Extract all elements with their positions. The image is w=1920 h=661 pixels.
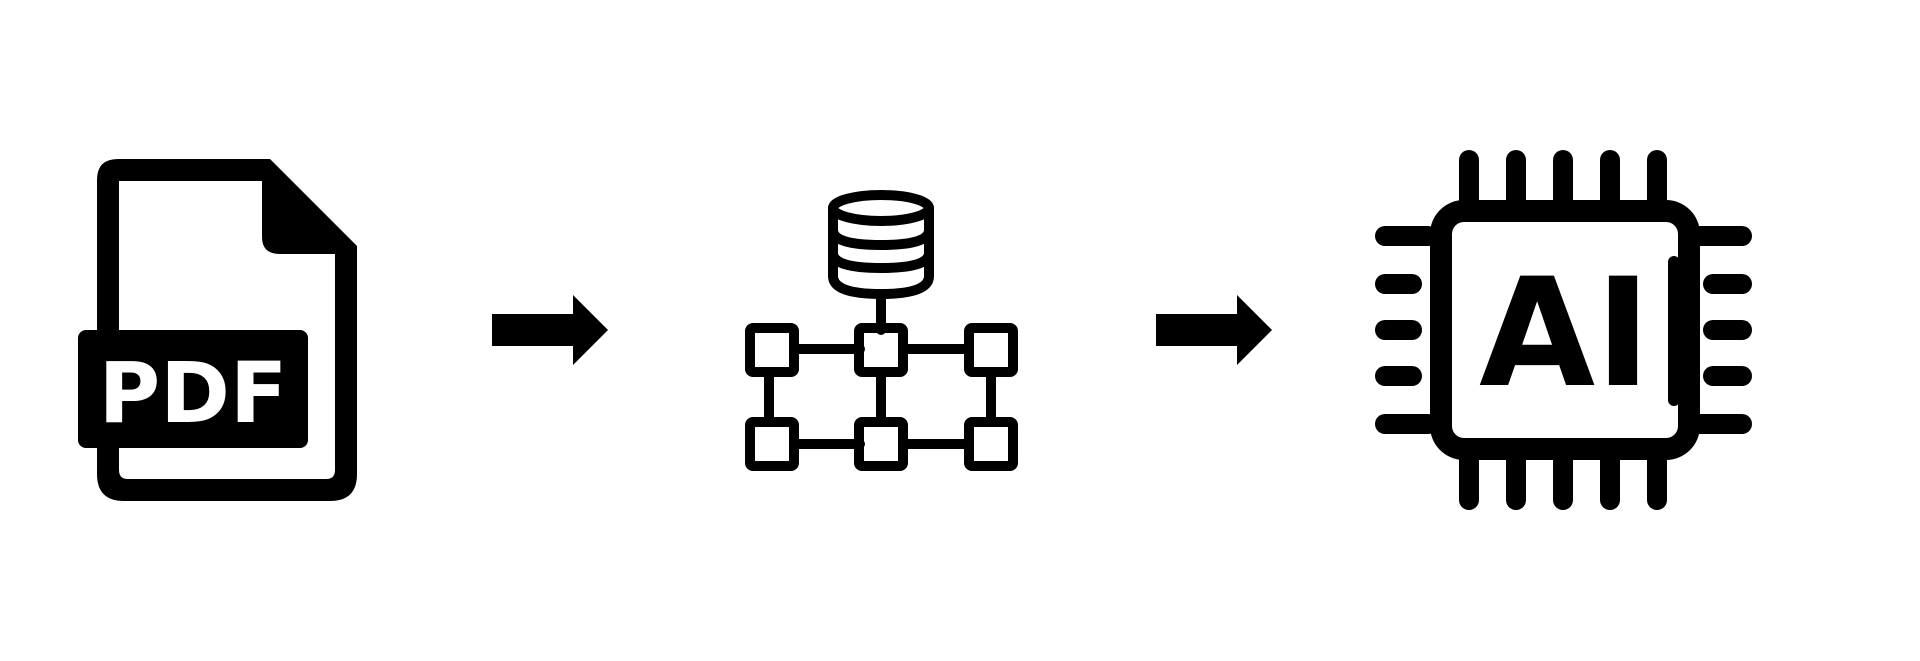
network-node <box>964 323 1018 377</box>
pdf-file-icon: PDF <box>78 159 357 501</box>
network-node <box>854 417 908 471</box>
network-node <box>745 323 799 377</box>
network-node <box>745 417 799 471</box>
network-nodes <box>745 323 1018 471</box>
arrow-right-icon <box>1156 295 1272 365</box>
arrow-right-icon <box>492 295 608 365</box>
ai-chip-icon: AI <box>1375 150 1752 510</box>
network-node <box>854 323 908 377</box>
chip-die <box>1452 222 1678 438</box>
database-network-icon <box>745 190 1018 471</box>
pdf-label-plate <box>78 330 308 448</box>
ai-label: AI <box>1479 247 1651 421</box>
chip-side-notch <box>1668 256 1680 406</box>
network-links <box>764 289 996 449</box>
network-node <box>964 417 1018 471</box>
database-cylinder-icon <box>828 190 934 299</box>
pdf-label: PDF <box>99 344 288 442</box>
chip-pins <box>1375 150 1752 510</box>
